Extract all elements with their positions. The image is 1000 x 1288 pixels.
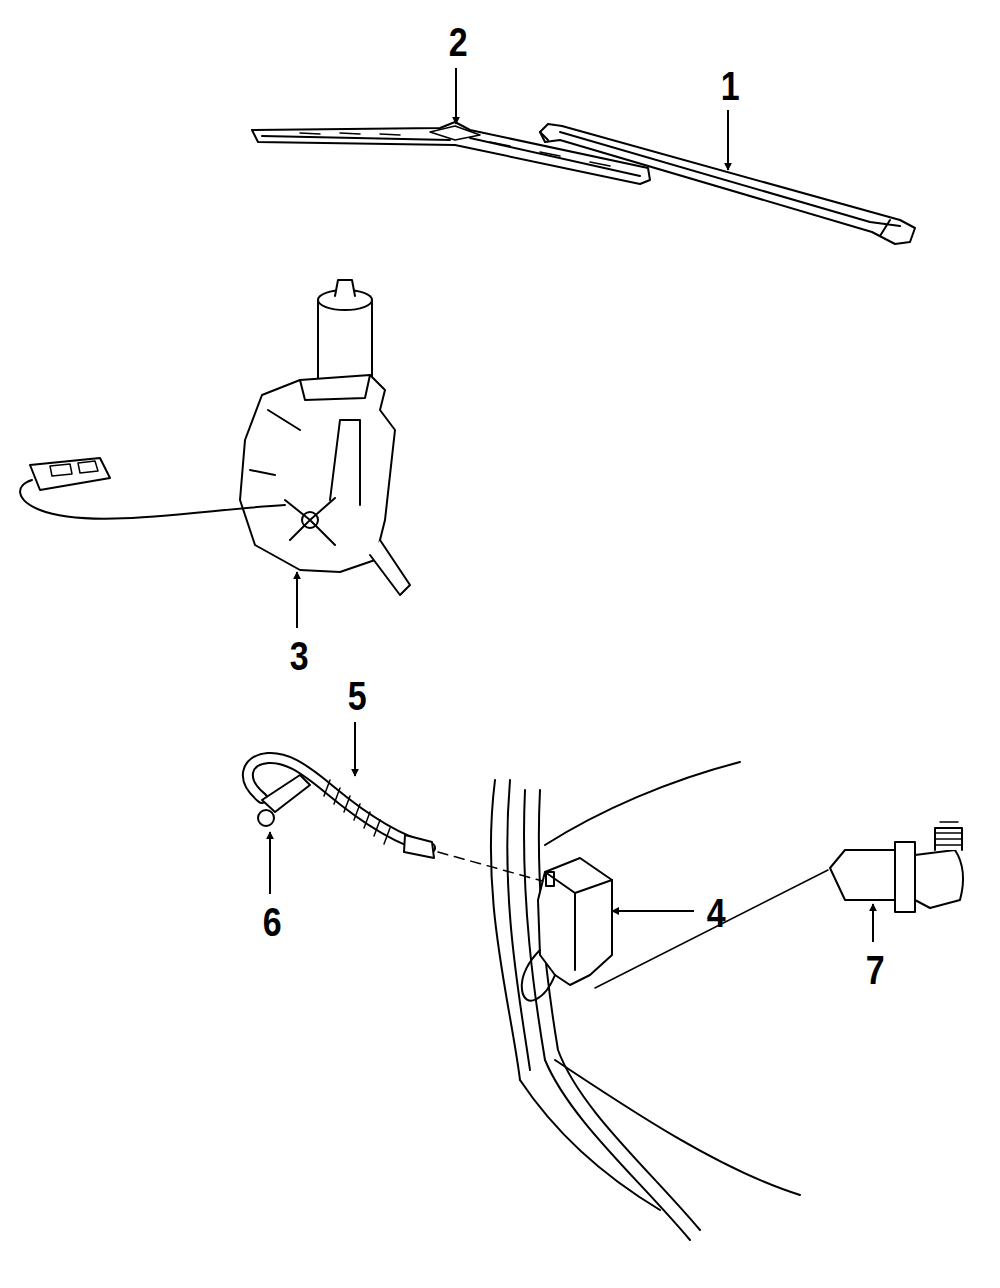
body-panel xyxy=(491,762,800,1240)
callout-number: 5 xyxy=(348,676,367,716)
wiper-motor xyxy=(20,280,410,595)
callout-number: 3 xyxy=(290,636,309,676)
callout-number: 1 xyxy=(721,66,740,106)
washer-pump xyxy=(830,822,963,912)
wiper-blade xyxy=(252,122,650,184)
callout-number: 6 xyxy=(263,902,282,942)
washer-reservoir xyxy=(522,858,612,1001)
washer-hose xyxy=(248,758,434,858)
callout-number: 4 xyxy=(707,893,726,933)
leader-lines xyxy=(270,68,873,942)
callout-number: 7 xyxy=(866,950,885,990)
callout-number: 2 xyxy=(449,22,468,62)
